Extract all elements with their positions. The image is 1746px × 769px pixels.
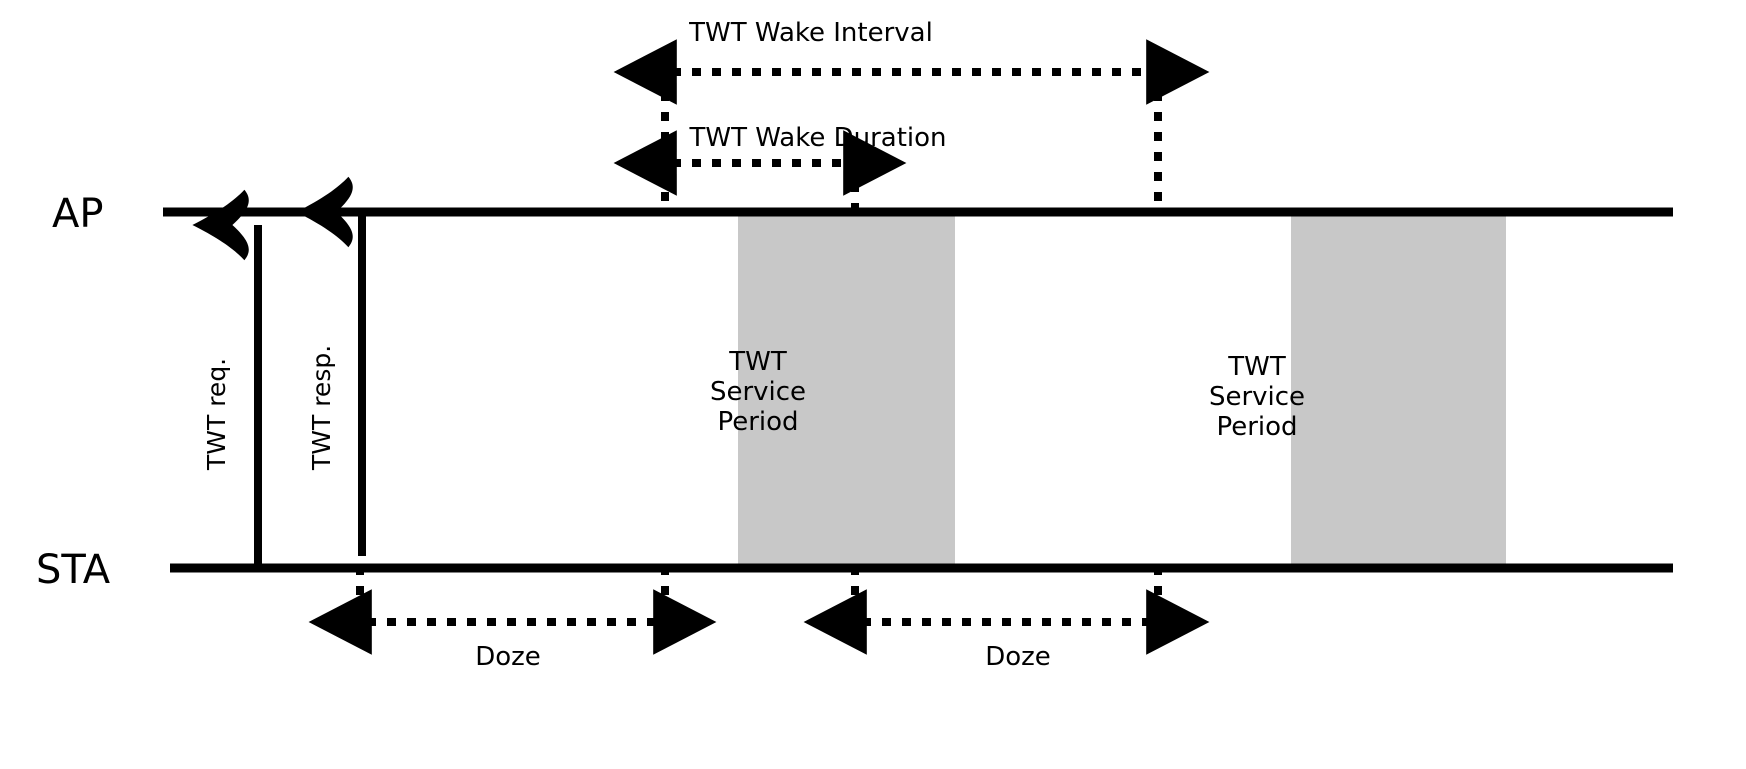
wake-interval-label: TWT Wake Interval [688, 18, 933, 48]
message-twt-resp: TWT resp. [296, 176, 366, 556]
timeline-label-sta: STA [36, 547, 111, 593]
twt-req-label: TWT req. [202, 358, 231, 471]
message-twt-req: TWT req. [192, 189, 262, 568]
twt-resp-label: TWT resp. [307, 345, 336, 471]
timeline-label-ap: AP [52, 191, 103, 237]
service-period-2-line2: Service [1209, 382, 1305, 412]
wake-duration-label: TWT Wake Duration [688, 123, 946, 153]
service-period-1-text: TWT Service Period [710, 347, 806, 437]
service-period-1-line3: Period [717, 407, 798, 437]
service-period-2-text: TWT Service Period [1209, 352, 1305, 442]
service-period-band-2 [1291, 212, 1506, 568]
measure-wake-interval: TWT Wake Interval [613, 18, 1210, 214]
doze-2-label: Doze [985, 642, 1051, 672]
measure-doze-2: Doze [803, 566, 1210, 672]
service-period-band-1 [738, 212, 955, 568]
measure-wake-duration: TWT Wake Duration [613, 123, 947, 214]
service-period-2-line1: TWT [1227, 352, 1286, 382]
service-period-2-line3: Period [1216, 412, 1297, 442]
doze-1-label: Doze [475, 642, 541, 672]
service-period-1-line2: Service [710, 377, 806, 407]
service-period-1-line1: TWT [728, 347, 787, 377]
measure-doze-1: Doze [308, 566, 717, 672]
service-period-bands [738, 212, 1506, 568]
